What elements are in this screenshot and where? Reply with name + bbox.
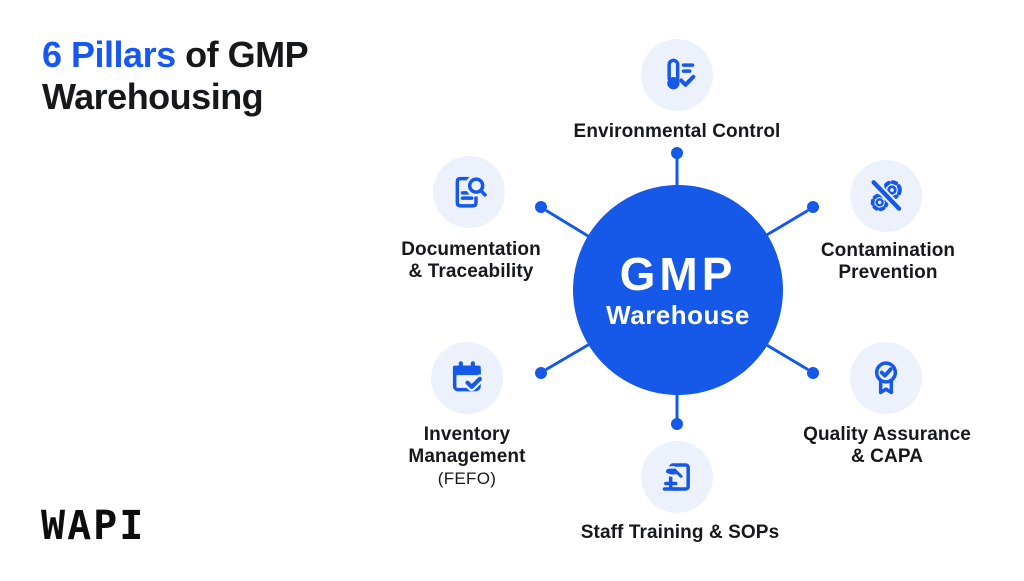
- pillar-label-inventory-management: Inventory Management (FEFO): [347, 424, 587, 490]
- label-line-fefo: (FEFO): [437, 469, 497, 488]
- pillar-label-staff-training: Staff Training & SOPs: [530, 522, 830, 544]
- connector-top-right: [763, 201, 819, 238]
- hub-circle: GMP Warehouse: [573, 185, 783, 395]
- hub-subtitle: Warehouse: [606, 300, 750, 330]
- label-line: Prevention: [838, 262, 938, 283]
- pillar-label-documentation-traceability: Documentation & Traceability: [351, 239, 591, 283]
- title-rest: of GMP: [175, 34, 309, 75]
- connector-bottom-right: [763, 342, 819, 379]
- calendar-check-icon: [431, 342, 503, 414]
- label-line: Quality Assurance: [803, 424, 971, 445]
- pillar-label-environmental-control: Environmental Control: [527, 121, 827, 143]
- title-highlight: 6 Pillars: [42, 34, 176, 75]
- label-line: Documentation: [401, 239, 541, 260]
- hub-title: GMP: [619, 248, 737, 300]
- connector-bottom-left: [535, 343, 590, 379]
- label-line: Staff Training & SOPs: [580, 522, 780, 543]
- connector-bottom: [671, 390, 683, 430]
- document-search-icon: [433, 156, 505, 228]
- label-line: & CAPA: [850, 446, 924, 467]
- pillar-label-quality-assurance: Quality Assurance & CAPA: [737, 424, 1024, 468]
- no-gears-icon: [850, 160, 922, 232]
- label-line: Environmental Control: [573, 121, 781, 142]
- connector-top: [671, 147, 683, 190]
- title-line2: Warehousing: [42, 76, 264, 117]
- wapi-logo: WAPI: [41, 503, 146, 549]
- label-line: Inventory: [423, 424, 511, 445]
- writing-hand-icon: [641, 441, 713, 513]
- label-line: Management: [408, 446, 526, 467]
- pillar-label-contamination-prevention: Contamination Prevention: [768, 240, 1008, 284]
- quality-medal-icon: [850, 342, 922, 414]
- label-line: Contamination: [820, 240, 956, 261]
- thermometer-check-icon: [641, 39, 713, 111]
- connector-top-left: [535, 201, 590, 238]
- label-line: & Traceability: [408, 261, 534, 282]
